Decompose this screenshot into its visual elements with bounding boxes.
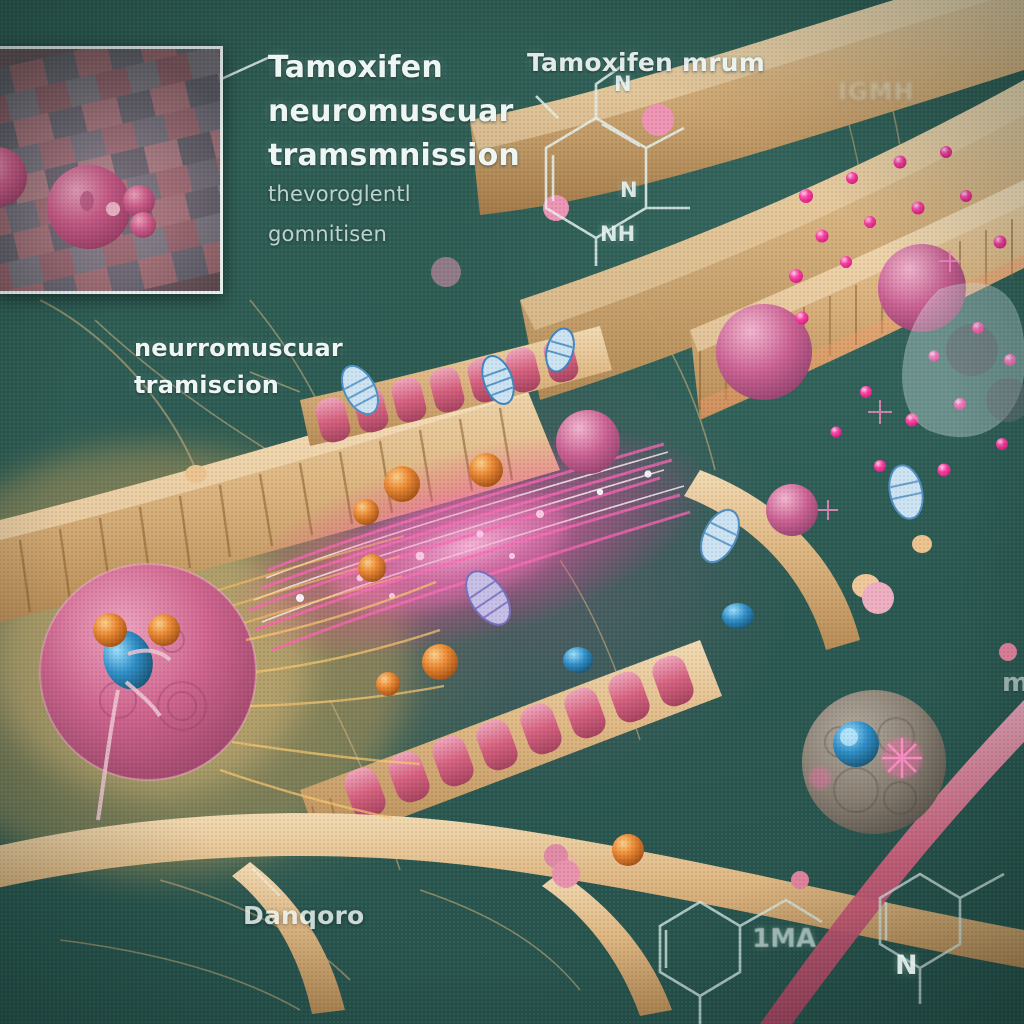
chemical-structure-bottom (658, 872, 1005, 1024)
subtitle-line-2: gomnitisen (268, 222, 388, 246)
chem-label-top-n1: N (614, 72, 632, 96)
title-line-1: Tamoxifen (268, 50, 443, 85)
chem-label-top-nh: NH (600, 222, 636, 246)
page-title: Tamoxifen neuromuscuar tramsmnission (268, 46, 568, 178)
chemical-structure-top (535, 64, 690, 266)
chem-label-top-n2: N (620, 178, 638, 202)
label-tamoxifen-right: Tamoxifen mrum (527, 48, 765, 77)
nmj-line-1: neurromuscuar (134, 334, 343, 362)
watermark-top-right: IGMH (838, 78, 915, 106)
danqoro-leader-line (251, 867, 281, 897)
membrane-pocket (902, 282, 1024, 438)
title-line-2: neuromuscuar (268, 94, 514, 129)
title-line-3: tramsmnission (268, 138, 520, 173)
label-right-edge-fragment: m (1002, 668, 1024, 698)
inset-micrograph-image (0, 49, 220, 291)
soma-receptor-2 (148, 614, 180, 646)
soma-receptor-1 (93, 613, 127, 647)
axon-trunk-upper (470, 0, 1024, 215)
vesicle-spheres (431, 104, 966, 888)
neuron-soma-main (39, 563, 445, 821)
cell-starburst (882, 738, 922, 778)
chem-label-bottom-n: N (895, 950, 918, 981)
myelinated-axon-lower (300, 640, 722, 848)
micrograph-inset-panel (0, 46, 223, 294)
label-bottom-left: Danqoro (243, 901, 365, 930)
neurotransmitter-particles (789, 146, 1024, 520)
synaptic-terminals (340, 327, 924, 673)
page-subtitle: thevoroglentl gomnitisen (268, 174, 568, 254)
subtitle-line-1: thevoroglentl (268, 182, 411, 206)
nmj-line-2: tramiscion (134, 371, 280, 399)
nmj-leader-line (249, 371, 301, 393)
label-neuromuscular-junction: neurromuscuar tramiscion (134, 330, 364, 404)
receptor-particles (353, 453, 644, 868)
chem-label-bottom-tag: 1MA (752, 924, 817, 954)
gray-cell (802, 690, 946, 834)
cell-nucleus (833, 721, 879, 767)
